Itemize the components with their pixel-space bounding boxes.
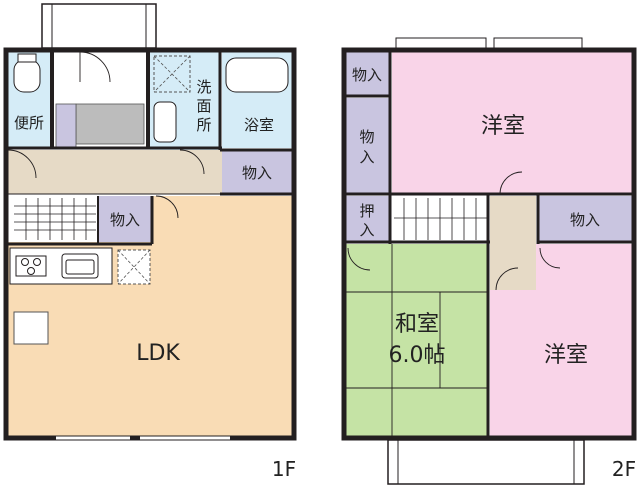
storage-hall	[222, 150, 292, 194]
walls-2f	[341, 47, 637, 441]
label-japanese-2: 6.0帖	[389, 343, 446, 368]
floor-2f: 物入 物 入 押 入 洋室 物入 和室 6.0帖 洋室 2F	[341, 37, 637, 485]
table-icon	[13, 311, 49, 345]
storage-top-room	[346, 52, 390, 96]
door-swings-2f	[347, 171, 561, 291]
hallway	[8, 150, 222, 194]
label-bath: 浴室	[244, 116, 274, 134]
closet-room	[346, 196, 390, 242]
sink-icon	[61, 253, 99, 279]
stair-steps-1f	[14, 198, 96, 240]
label-storage-top: 物入	[352, 66, 382, 84]
floor-1f: 便所 洗 面 所 浴室 物入 物入 LDK 1F	[3, 3, 297, 481]
label-washroom-2: 面	[196, 97, 211, 115]
label-washroom-3: 所	[196, 116, 211, 134]
kitchen-counter	[9, 247, 113, 285]
label-washroom-1: 洗	[196, 78, 211, 96]
toilet-icon	[13, 59, 41, 93]
storage-mid-room	[346, 98, 390, 194]
label-toilet: 便所	[14, 114, 44, 132]
floor-label-1f: 1F	[272, 457, 296, 481]
label-storage-hall: 物入	[242, 164, 272, 182]
label-storage-mid-1: 物	[359, 128, 374, 146]
washbasin-icon	[153, 101, 177, 143]
storage-right-room	[538, 196, 632, 242]
label-ldk: LDK	[136, 341, 180, 366]
bathtub-icon	[225, 57, 289, 93]
label-storage-right: 物入	[570, 211, 600, 229]
label-closet-2: 入	[359, 221, 374, 239]
tatami-lines	[346, 244, 488, 436]
storage-entrance	[55, 103, 77, 149]
western-top-room	[392, 52, 632, 194]
label-western-bottom: 洋室	[544, 343, 588, 368]
floor-label-2f: 2F	[612, 457, 636, 481]
label-storage-mid-2: 入	[359, 148, 374, 166]
genkan-floor	[75, 103, 145, 145]
washing-machine-space	[153, 55, 191, 93]
label-closet-1: 押	[359, 202, 374, 220]
japanese-room	[346, 244, 488, 436]
label-western-top: 洋室	[481, 114, 525, 139]
stair-steps-2f	[394, 198, 488, 240]
balcony	[387, 439, 585, 485]
stove-icon	[15, 255, 47, 277]
label-japanese-1: 和室	[395, 312, 439, 337]
entrance-porch	[41, 3, 157, 49]
label-storage-stair: 物入	[110, 211, 140, 229]
